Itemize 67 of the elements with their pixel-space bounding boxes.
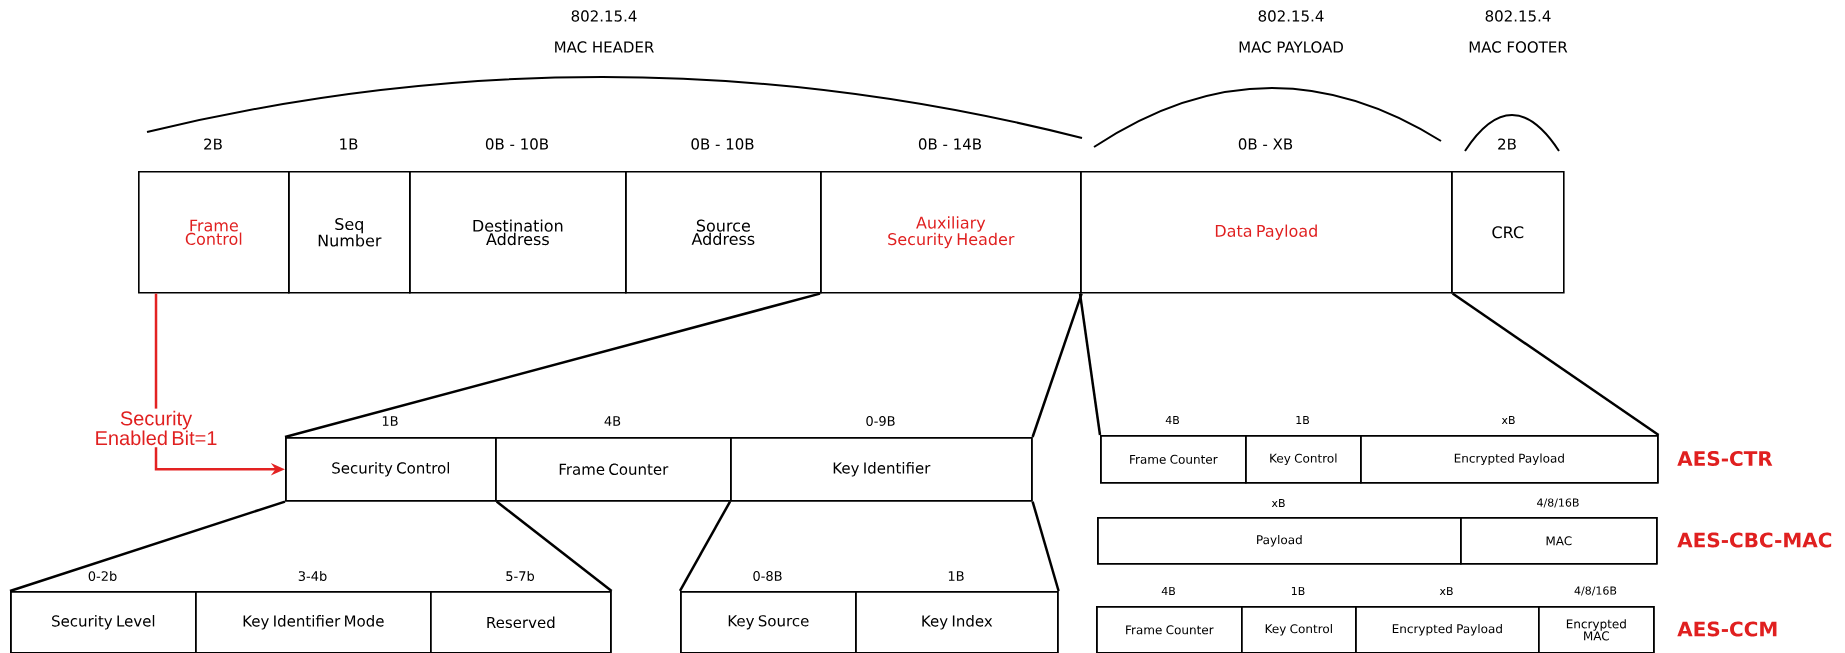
zoom-line (1078, 293, 1102, 436)
field-cell: Key Control (1245, 435, 1362, 484)
field-cell: Reserved (430, 591, 612, 653)
field-cell: Security Level (10, 591, 197, 653)
zoom-line (495, 500, 613, 592)
size-label: 4/8/16B (1537, 498, 1579, 508)
field-cell: Seq Number (288, 171, 411, 294)
field-cell: Security Control (285, 437, 497, 502)
size-label: 1B (340, 138, 358, 150)
size-label: 1B (948, 571, 964, 581)
field-cell: Frame Counter (495, 437, 732, 502)
field-cell: Source Address (625, 171, 822, 294)
field-cell: Frame Control (138, 171, 290, 294)
zoom-line (9, 500, 286, 593)
field-cell: Key Source (680, 591, 857, 653)
field-cell: Key Index (855, 591, 1059, 653)
size-label: 2B (1498, 138, 1516, 150)
size-label: 0B - 10B (691, 138, 754, 150)
field-cell: Auxiliary Security Header (820, 171, 1082, 294)
section-label: MAC FOOTER (1469, 41, 1568, 53)
field-cell: CRC (1451, 171, 1565, 294)
size-label: 0B - 14B (918, 138, 981, 150)
annotation-text: Security Enabled Bit=1 (96, 410, 217, 446)
size-label: 4B (604, 416, 621, 426)
zoom-line (284, 292, 821, 439)
size-label: 4B (1165, 416, 1179, 424)
zoom-line (1451, 292, 1660, 436)
field-cell: Key Control (1241, 606, 1357, 653)
size-label: 1B (1296, 416, 1309, 424)
section-label: 802.15.4 (1258, 10, 1324, 22)
field-cell: Frame Counter (1096, 606, 1243, 653)
field-cell: Encrypted MAC (1538, 606, 1655, 653)
field-cell: Destination Address (409, 171, 627, 294)
zoom-line (1031, 501, 1060, 592)
size-label: 3-4b (298, 570, 327, 581)
mode-label: AES-CTR (1677, 450, 1773, 467)
size-label: 0-2b (88, 570, 117, 581)
section-label: 802.15.4 (571, 10, 637, 22)
size-label: 4B (1161, 587, 1175, 595)
size-label: 5-7b (506, 570, 535, 581)
size-label: 1B (382, 416, 398, 426)
size-label: 2B (204, 138, 222, 150)
field-cell: Frame Counter (1100, 435, 1247, 484)
zoom-line (1031, 293, 1083, 438)
field-cell: Key Identifier Mode (195, 591, 432, 653)
size-label: xB (1271, 499, 1285, 507)
size-label: 4/8/16B (1574, 586, 1617, 596)
size-label: 0-8B (753, 571, 782, 581)
size-label: 0B - XB (1238, 138, 1293, 150)
field-cell: MAC (1460, 517, 1658, 565)
mode-label: AES-CCM (1677, 621, 1777, 637)
field-cell: Data Payload (1080, 171, 1453, 294)
size-label: 0B - 10B (485, 138, 548, 150)
field-cell: Key Identifier (730, 437, 1033, 502)
size-label: xB (1439, 587, 1453, 595)
size-label: 1B (1291, 587, 1305, 595)
zoom-line (678, 500, 732, 592)
section-label: 802.15.4 (1485, 10, 1551, 22)
size-label: xB (1501, 416, 1515, 424)
section-label: MAC HEADER (555, 41, 654, 53)
connector-line (154, 293, 158, 409)
mode-label: AES-CBC-MAC (1677, 532, 1832, 548)
section-label: MAC PAYLOAD (1239, 41, 1343, 53)
field-cell: Encrypted Payload (1355, 606, 1540, 653)
field-cell: Payload (1097, 517, 1462, 565)
size-label: 0-9B (866, 416, 895, 426)
field-cell: Encrypted Payload (1360, 435, 1659, 484)
